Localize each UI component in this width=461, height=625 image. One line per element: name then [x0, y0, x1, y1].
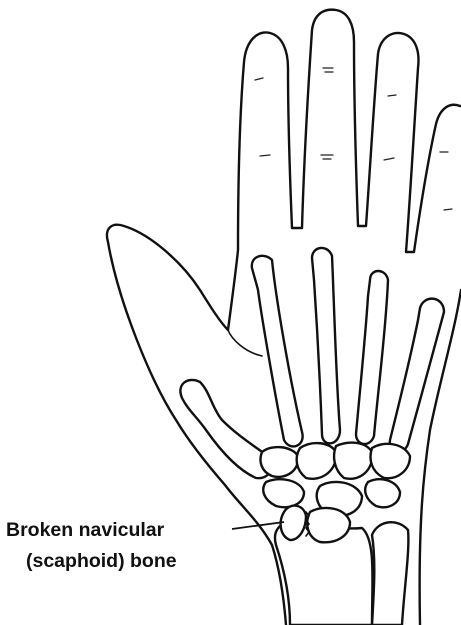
metacarpal-little — [390, 299, 444, 452]
annotation-line-2: (scaphoid) bone — [26, 550, 177, 572]
metacarpal-middle — [312, 248, 340, 443]
thumb-bones — [180, 380, 272, 478]
annotation-line-1: Broken navicular — [6, 519, 165, 541]
thumb-crease — [228, 330, 262, 356]
scaphoid-fracture — [281, 506, 350, 543]
metacarpal-ring — [356, 271, 388, 444]
ulna-bone — [372, 522, 408, 625]
carpal-bones — [260, 443, 410, 516]
metacarpal-index — [252, 256, 303, 447]
